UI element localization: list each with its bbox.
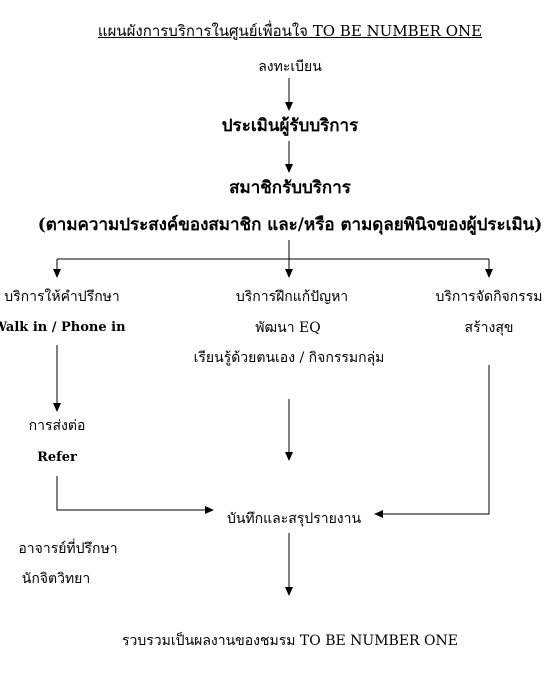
node-counsel-title: บริการให้คำปรึกษา: [4, 289, 120, 305]
node-training-line2: พัฒนา EQ: [255, 320, 321, 336]
node-referral-title: การส่งต่อ: [28, 418, 86, 434]
node-final: รวบรวมเป็นผลงานของชมรม TO BE NUMBER ONE: [122, 633, 458, 649]
node-register: ลงทะเบียน: [258, 59, 322, 75]
arrow-referral-record: [56, 476, 214, 514]
node-advisors-line1: อาจารย์ที่ปรึกษา: [18, 541, 118, 557]
node-member: สมาชิกรับบริการ: [229, 178, 351, 198]
node-activity-line2: สร้างสุข: [464, 320, 514, 336]
node-referral-sub: Refer: [37, 450, 77, 465]
node-activity-title: บริการจัดกิจกรรม: [435, 289, 543, 305]
node-counsel-sub: Walk in / Phone in: [0, 320, 126, 335]
arrow-activity-record: [374, 365, 490, 518]
node-training-title: บริการฝึกแก้ปัญหา: [235, 289, 349, 305]
node-training-line3: เรียนรู้ด้วยตนเอง / กิจกรรมกลุ่ม: [193, 350, 385, 366]
node-condition: (ตามความประสงค์ของสมาชิก และ/หรือ ตามดุล…: [37, 215, 543, 235]
node-record: บันทึกและสรุปรายงาน: [226, 511, 362, 527]
diagram-title: แผนผังการบริการในศูนย์เพื่อนใจ TO BE NUM…: [97, 22, 483, 40]
node-advisors-line2: นักจิตวิทยา: [21, 571, 91, 587]
node-assess: ประเมินผู้รับบริการ: [221, 116, 359, 136]
